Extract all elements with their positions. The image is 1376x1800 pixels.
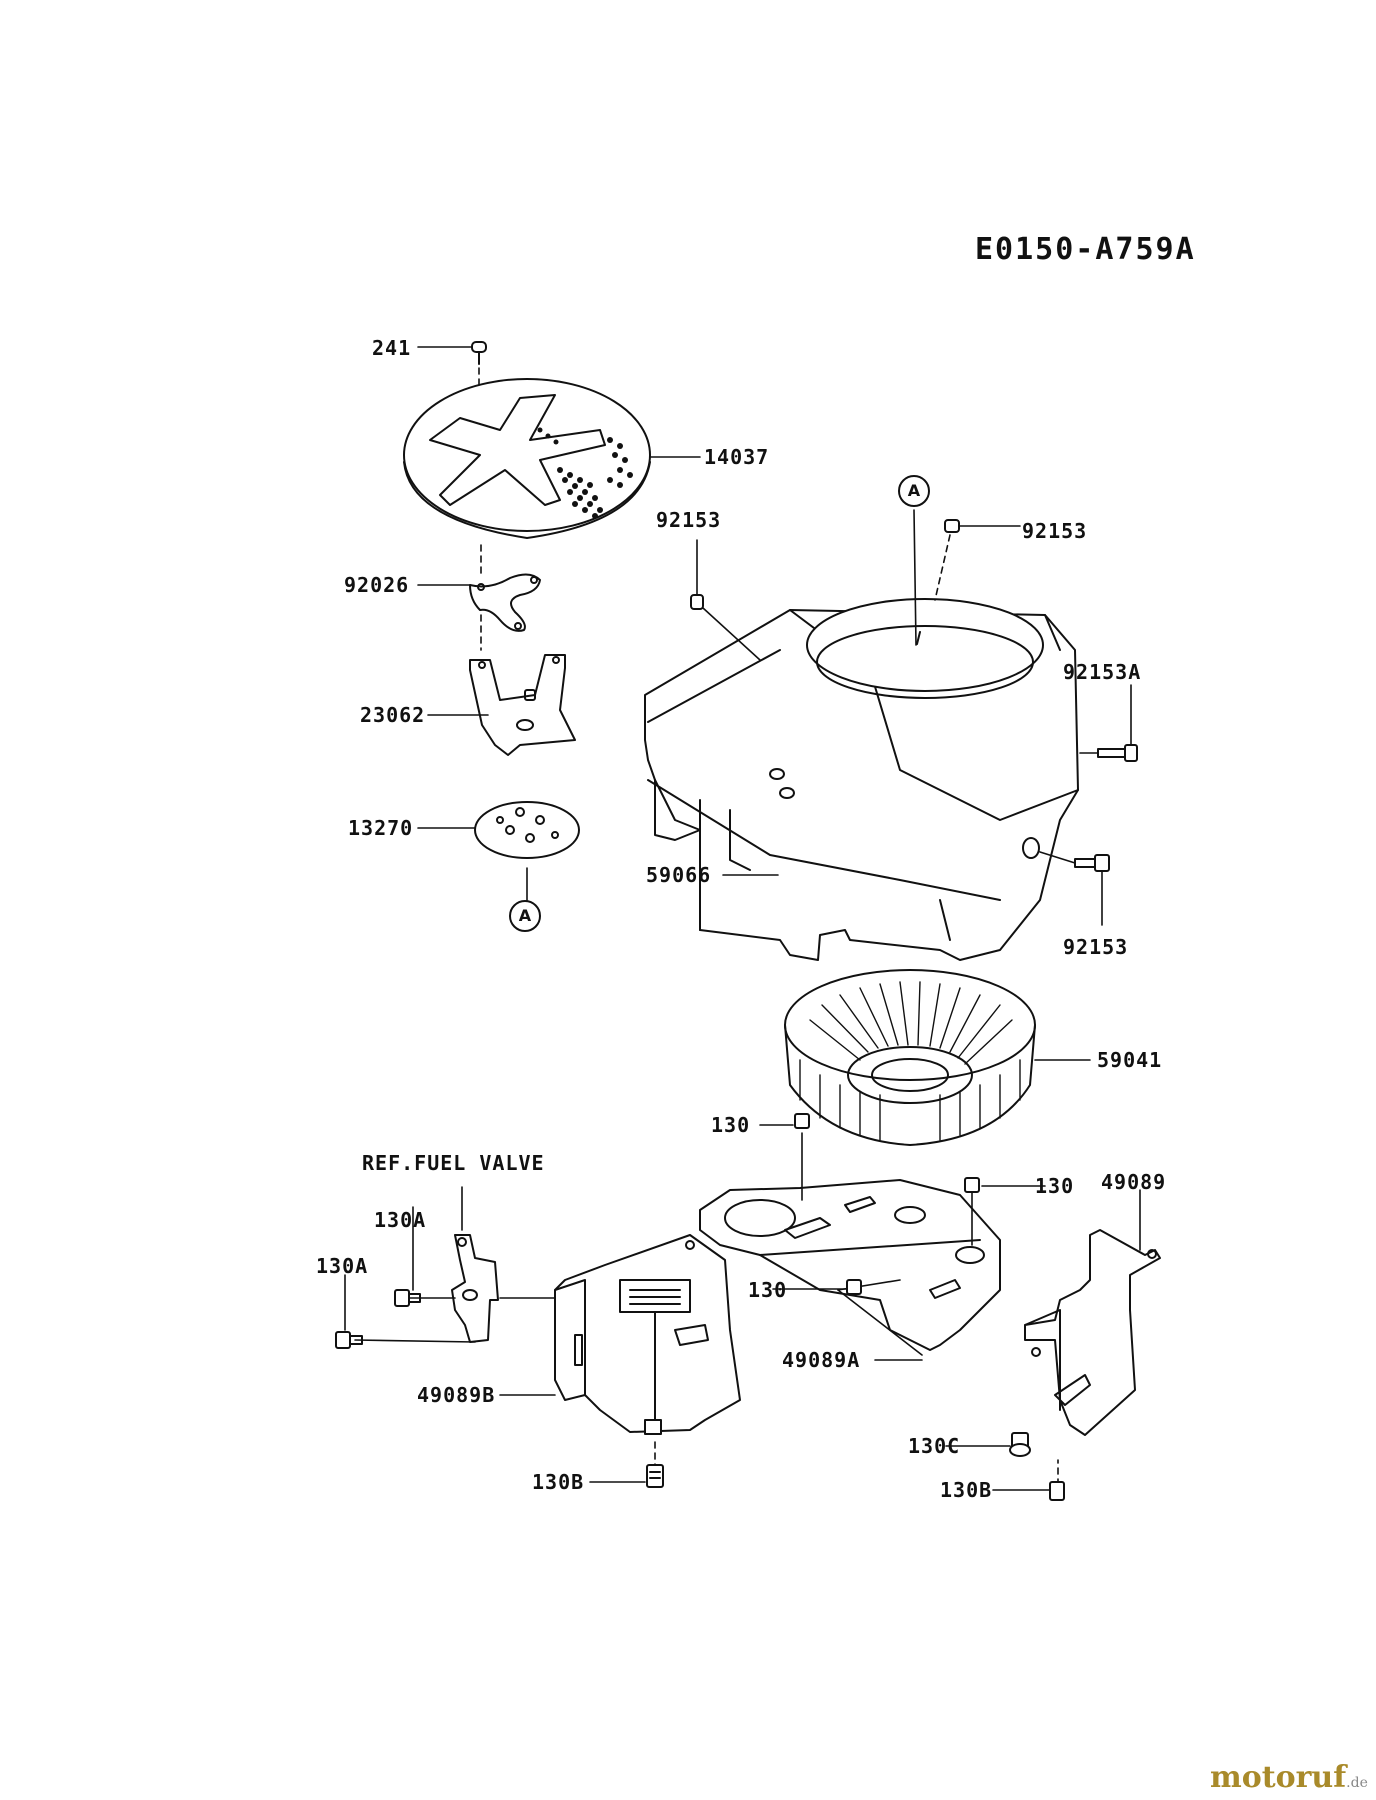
bolt-130C-part [1010,1433,1030,1456]
bracket-23062-part [470,655,575,755]
label-92153-top-left: 92153 [656,508,722,532]
label-92026: 92026 [344,573,410,597]
shroud-49089B-part [555,1235,740,1434]
screw-241-part [472,342,486,364]
leader-lines [345,1187,555,1342]
label-130B-left: 130B [532,1470,585,1494]
label-130C: 130C [908,1434,961,1458]
diagram-code: E0150-A759A [975,232,1196,267]
plate-13270-part [475,802,579,858]
screw-92153-part [691,520,1020,660]
label-59066: 59066 [646,863,712,887]
shroud-49089-part [1025,1230,1160,1435]
label-14037: 14037 [704,445,770,469]
label-130-right: 130 [1035,1174,1075,1198]
label-130B-right: 130B [940,1478,993,1502]
screw-92153-bottom-part [1040,852,1109,925]
leader-lines [418,828,527,900]
blower-housing-59066-part [645,599,1078,960]
label-92153A: 92153A [1063,660,1142,684]
label-241: 241 [372,336,412,360]
screw-92153A-part [1080,685,1137,761]
fan-screen-14037-part [404,379,650,538]
label-59041: 59041 [1097,1048,1163,1072]
label-92153-top-right: 92153 [1022,519,1088,543]
label-130-mid: 130 [748,1278,788,1302]
bolt-130A-part [336,1290,420,1348]
shroud-49089A-part [700,1180,1000,1350]
callout-a-top: A [898,475,930,507]
label-49089: 49089 [1101,1170,1167,1194]
label-23062: 23062 [360,703,426,727]
watermark-logo: motoruf.de [1210,1760,1368,1795]
label-130A-lower: 130A [316,1254,369,1278]
bolt-130B-right-part [1050,1482,1064,1500]
watermark-suffix: .de [1346,1775,1368,1791]
leader-lines [418,545,481,650]
watermark-brand: motoruf [1210,1760,1347,1795]
fan-59041-part [785,970,1035,1145]
label-13270: 13270 [348,816,414,840]
bolt-130-part [773,1114,979,1294]
label-130-top: 130 [711,1113,751,1137]
leader-lines [914,510,916,645]
label-92153-bottom: 92153 [1063,935,1129,959]
label-49089A: 49089A [782,1348,861,1372]
label-49089B: 49089B [417,1383,496,1407]
label-130A-upper: 130A [374,1208,427,1232]
leader-lines [760,1125,1045,1360]
plate-92026-part [470,574,540,630]
ref-fuel-valve-note: REF.FUEL VALVE [362,1151,545,1175]
callout-a-bottom: A [509,900,541,932]
bolt-130B-left-part [647,1465,663,1487]
fuel-valve-bracket-part [452,1235,498,1342]
leader-lines [946,1190,1140,1490]
